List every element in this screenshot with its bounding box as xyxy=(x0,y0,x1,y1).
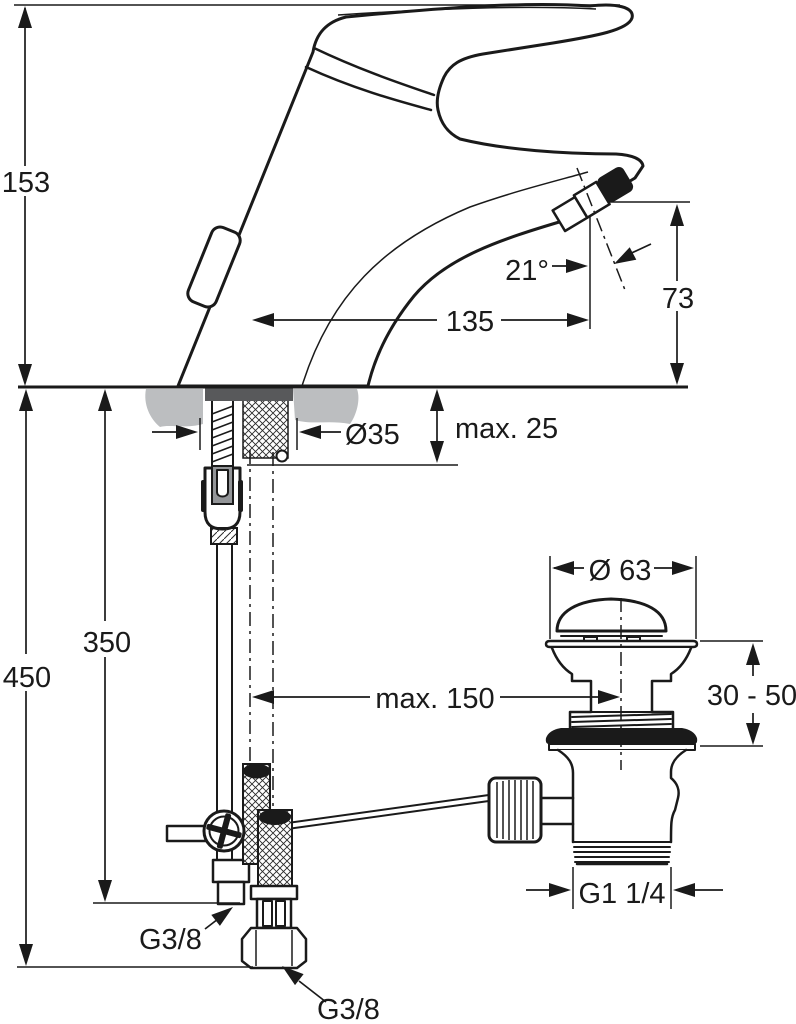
braided-hose-right xyxy=(240,809,308,970)
waste-body-fill xyxy=(558,750,686,842)
waste-gasket-rim xyxy=(548,743,696,751)
deck-section-right xyxy=(293,389,359,424)
dimension-350: 350 xyxy=(83,389,240,904)
knurl-lines xyxy=(496,780,534,840)
dim-deck-thickness: max. 25 xyxy=(455,413,558,445)
dim-waste-thread: G1 1/4 xyxy=(578,878,665,910)
aerator-end-cap xyxy=(597,167,634,202)
hose-wire-curl xyxy=(275,449,289,463)
hose-coupling xyxy=(210,527,238,545)
outlet-angle-centerline xyxy=(576,167,626,291)
hose-hex-nut xyxy=(240,926,308,970)
dim-hose-drop: 350 xyxy=(83,627,131,659)
supply-nut-lower xyxy=(216,880,246,906)
bracket-tab-left xyxy=(201,480,206,512)
hose-collar xyxy=(249,884,299,901)
label-supply-thread-left: G3/8 xyxy=(139,924,202,956)
label-supply-thread-bottom: G3/8 xyxy=(317,994,380,1024)
deck-section-left xyxy=(145,389,203,427)
dimension-30-50: 30 - 50 xyxy=(700,640,796,747)
dimension-waste-thread: G1 1/4 xyxy=(526,867,723,910)
callout-supply-thread-bottom: G3/8 xyxy=(282,966,380,1024)
fitting-slot-1 xyxy=(262,900,273,927)
dimension-waste-cap-diameter: Ø 63 xyxy=(549,555,697,639)
dim-outlet-height: 73 xyxy=(662,283,694,315)
dimension-max25: max. 25 xyxy=(247,389,558,466)
dim-hole-diameter: Ø35 xyxy=(345,419,400,451)
bracket-tab-right xyxy=(238,480,243,512)
pop-up-waste xyxy=(487,597,699,866)
hose-left-end-cap xyxy=(243,763,270,779)
angle-arrowhead xyxy=(614,247,637,264)
dim-waste-max-offset: max. 150 xyxy=(375,683,494,715)
deck-cross-section xyxy=(145,389,359,427)
handle-seam-lower xyxy=(304,65,433,112)
waste-body-outline xyxy=(556,748,688,844)
dim-spout-reach: 135 xyxy=(446,306,494,338)
dim-overall-drop: 450 xyxy=(3,662,51,694)
dimension-21deg: 21° xyxy=(505,243,652,287)
callout-supply-thread-left: G3/8 xyxy=(139,907,233,956)
dimension-max150: max. 150 xyxy=(252,683,620,715)
waste-cap xyxy=(555,597,668,633)
dimension-153: 153 xyxy=(2,6,50,386)
cross-arm-v xyxy=(216,813,232,849)
faucet-silhouette xyxy=(176,2,645,388)
side-clip xyxy=(186,225,242,309)
rod-lever-bar xyxy=(165,824,209,843)
shank-thread-lines xyxy=(211,405,234,463)
waste-tail-thread xyxy=(572,841,672,863)
dim-height-above-deck: 153 xyxy=(2,167,50,199)
dimension-hole-diameter: Ø35 xyxy=(152,418,400,451)
rod-screw-joint xyxy=(202,809,246,853)
base-escutcheon xyxy=(205,388,293,401)
arrow-up xyxy=(18,6,32,28)
below-deck-assembly xyxy=(201,399,289,906)
lever-inner-line xyxy=(337,6,597,16)
hose-right-end-cap xyxy=(259,809,291,825)
aerator xyxy=(551,167,634,233)
phillips-cross-icon xyxy=(206,813,242,849)
handle-seam-upper xyxy=(312,46,436,97)
dimension-73: 73 xyxy=(662,204,694,385)
dim-waste-cap-diameter: Ø 63 xyxy=(589,555,652,587)
braided-hose-bundle xyxy=(242,399,289,459)
fitting-slot-2 xyxy=(275,900,286,927)
spout-inner-line xyxy=(301,171,589,387)
arrow-down xyxy=(18,364,32,386)
quick-connect-slot xyxy=(216,469,229,498)
dim-waste-height-range: 30 - 50 xyxy=(707,680,796,712)
faucet-body xyxy=(176,2,645,401)
supply-hoses xyxy=(202,763,308,970)
dimension-135: 135 xyxy=(252,306,589,338)
dimension-450: 450 xyxy=(3,389,253,968)
dim-spout-angle: 21° xyxy=(505,255,549,287)
